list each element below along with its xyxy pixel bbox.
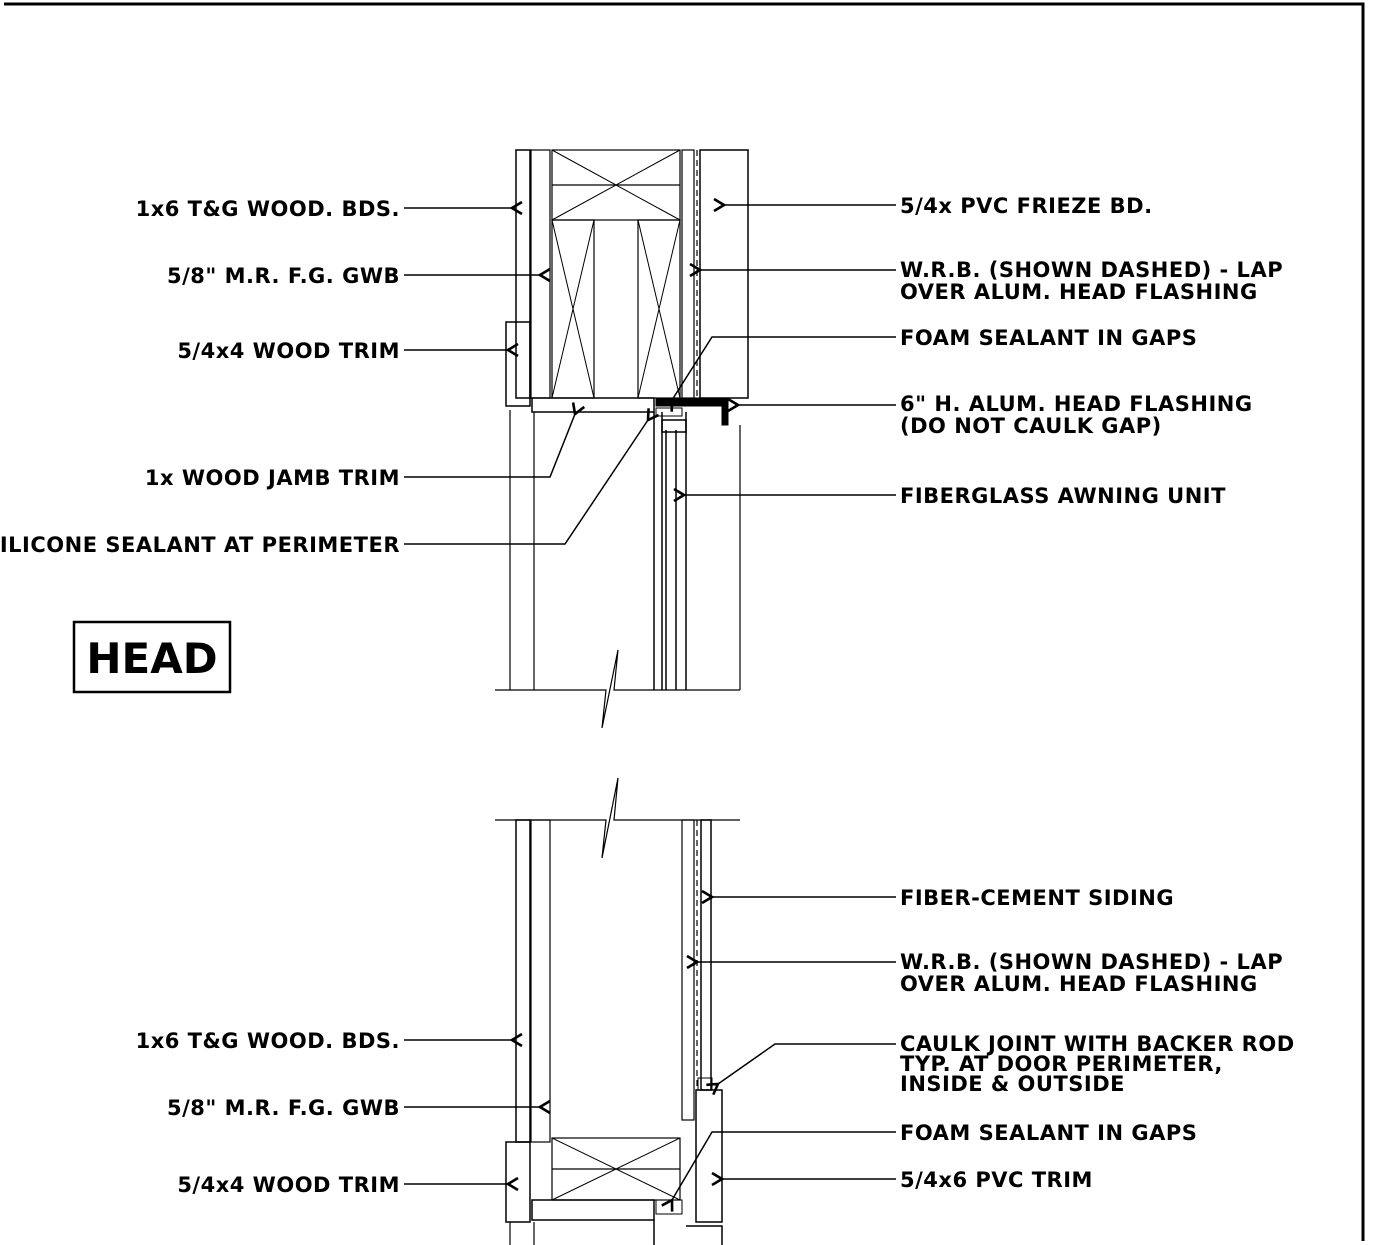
head-labels-left: 1x6 T&G WOOD. BDS. 5/8" M.R. F.G. GWB 5/… (0, 197, 648, 557)
label-jamb-trim: 1x WOOD JAMB TRIM (145, 466, 400, 490)
label-foam-sealant-sill: FOAM SEALANT IN GAPS (900, 1121, 1197, 1145)
break-line-top (495, 649, 740, 729)
label-wood-trim: 5/4x4 WOOD TRIM (177, 339, 400, 363)
label-silicone-sealant: SILICONE SEALANT AT PERIMETER (0, 533, 400, 557)
head-flashing (655, 397, 729, 426)
sheet-border (4, 2, 1365, 1241)
label-wood-trim-sill: 5/4x4 WOOD TRIM (177, 1173, 400, 1197)
awning-unit-frame (653, 412, 687, 690)
gypsum-board (530, 149, 551, 399)
label-gwb-sill: 5/8" M.R. F.G. GWB (167, 1096, 400, 1120)
head-title: HEAD (86, 634, 217, 683)
fiber-cement-siding (700, 819, 712, 1091)
sheathing (681, 149, 695, 399)
label-wrb-head: W.R.B. (SHOWN DASHED) - LAP OVER ALUM. H… (900, 258, 1291, 304)
pvc-frieze-board (699, 149, 749, 399)
label-wood-boards-sill: 1x6 T&G WOOD. BDS. (136, 1029, 400, 1053)
break-line-bottom (495, 777, 740, 859)
head-section (495, 149, 749, 729)
label-pvc-trim: 5/4x6 PVC TRIM (900, 1168, 1093, 1192)
label-frieze-board: 5/4x PVC FRIEZE BD. (900, 194, 1153, 218)
label-wrb-sill: W.R.B. (SHOWN DASHED) - LAP OVER ALUM. H… (900, 950, 1291, 996)
label-fiber-cement-siding: FIBER-CEMENT SIDING (900, 886, 1174, 910)
head-title-box (72, 620, 232, 694)
leader-jamb-trim (404, 414, 575, 478)
label-head-flashing: 6" H. ALUM. HEAD FLASHING (DO NOT CAULK … (900, 392, 1260, 438)
wood-jamb-trim (531, 397, 655, 413)
label-wood-boards: 1x6 T&G WOOD. BDS. (136, 197, 400, 221)
sill-labels-left: 1x6 T&G WOOD. BDS. 5/8" M.R. F.G. GWB 5/… (136, 1029, 540, 1197)
label-caulk-joint: CAULK JOINT WITH BACKER ROD TYP. AT DOOR… (900, 1032, 1302, 1096)
sill-labels-right: FIBER-CEMENT SIDING W.R.B. (SHOWN DASHED… (672, 886, 1302, 1200)
head-labels-right: 5/4x PVC FRIEZE BD. W.R.B. (SHOWN DASHED… (672, 194, 1291, 508)
sill-section (495, 777, 740, 1245)
interior-wood-boards (515, 149, 531, 399)
interior-wood-trim (505, 321, 531, 407)
label-gwb: 5/8" M.R. F.G. GWB (167, 264, 400, 288)
label-foam-sealant-head: FOAM SEALANT IN GAPS (900, 326, 1197, 350)
label-awning-unit: FIBERGLASS AWNING UNIT (900, 484, 1226, 508)
leader-silicone-sealant (404, 420, 648, 545)
